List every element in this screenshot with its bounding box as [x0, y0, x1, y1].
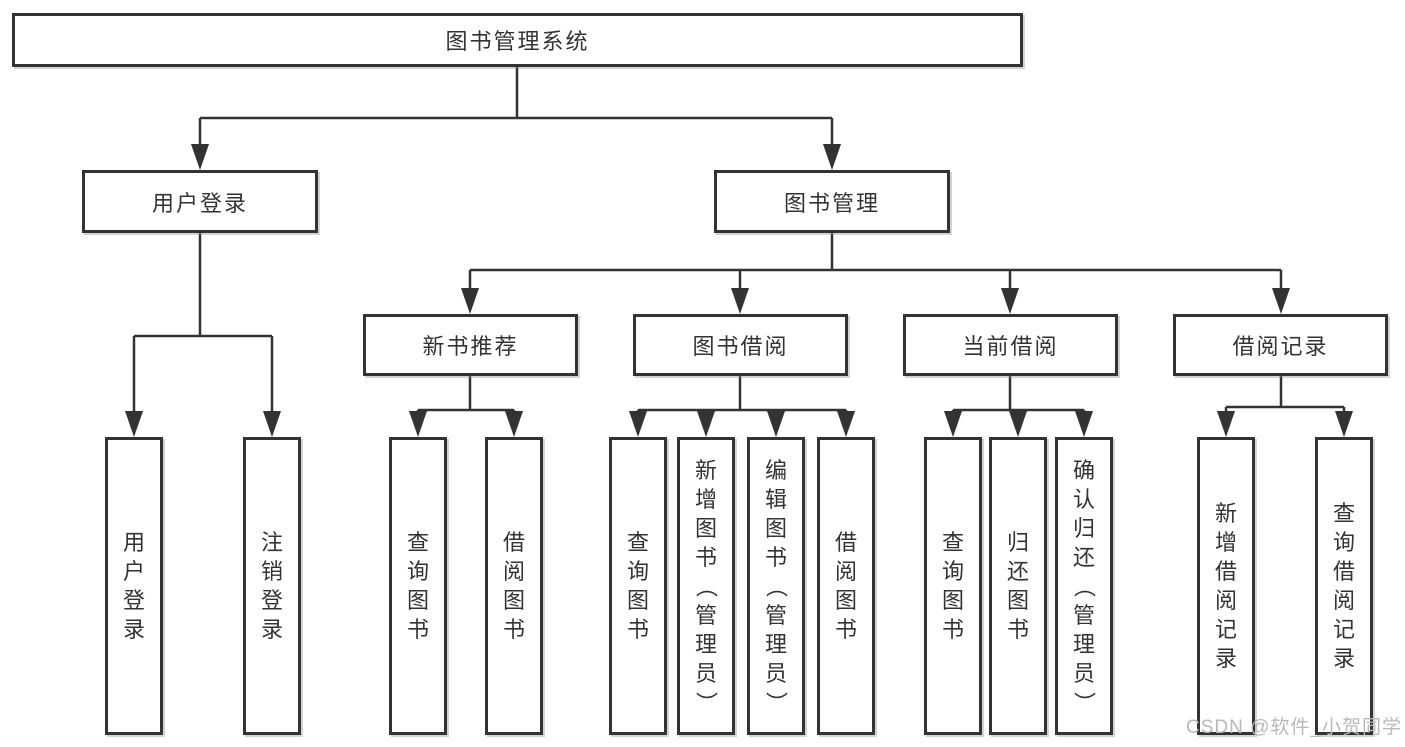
connector-current-children — [951, 376, 1086, 416]
leaf-return-book: 归还图书 — [989, 437, 1047, 735]
arrow-down-icon — [505, 411, 523, 437]
watermark: CSDN @软件_小贺同学 — [1186, 717, 1402, 738]
leaf-query-books-current: 查询图书 — [924, 437, 982, 735]
arrow-down-icon — [1335, 411, 1353, 437]
node-current-borrowing: 当前借阅 — [903, 314, 1118, 376]
leaf-label: 查询图书 — [626, 530, 649, 642]
arrow-down-icon — [1001, 288, 1019, 314]
node-label: 用户登录 — [151, 190, 248, 216]
node-library-system: 图书管理系统 — [12, 13, 1023, 67]
node-label: 图书管理系统 — [445, 29, 590, 54]
arrow-down-icon — [944, 411, 962, 437]
leaf-label: 新增图书（管理员） — [693, 457, 719, 714]
leaf-label: 查询图书 — [941, 530, 964, 642]
connector-user-login-children — [132, 233, 274, 414]
leaf-logout: 注销登录 — [243, 437, 301, 735]
leaf-label: 查询图书 — [406, 530, 429, 642]
arrow-down-icon — [263, 411, 281, 437]
arrow-down-icon — [461, 288, 479, 314]
node-user-login: 用户登录 — [82, 170, 318, 233]
leaf-label: 借阅图书 — [502, 530, 525, 642]
leaf-edit-book-admin: 编辑图书（管理员） — [747, 437, 805, 735]
arrow-down-icon — [837, 411, 855, 437]
arrow-down-icon — [767, 411, 785, 437]
leaf-user-login: 用户登录 — [105, 437, 163, 735]
arrow-down-icon — [823, 144, 841, 170]
arrow-down-icon — [731, 288, 749, 314]
node-borrowing-records: 借阅记录 — [1173, 314, 1388, 376]
leaf-label: 确认归还（管理员） — [1071, 457, 1097, 714]
arrow-down-icon — [1272, 288, 1290, 314]
arrow-down-icon — [191, 144, 209, 170]
connector-new-book-children — [416, 376, 516, 416]
leaf-add-book-admin: 新增图书（管理员） — [677, 437, 735, 735]
arrow-down-icon — [409, 411, 427, 437]
arrow-down-icon — [125, 411, 143, 437]
leaf-borrow-books: 借阅图书 — [817, 437, 875, 735]
node-new-book-recommend: 新书推荐 — [363, 314, 578, 376]
node-book-borrowing: 图书借阅 — [633, 314, 848, 376]
arrowheads — [125, 144, 1353, 437]
arrow-down-icon — [629, 411, 647, 437]
leaf-query-borrow-record: 查询借阅记录 — [1315, 437, 1373, 735]
arrow-down-icon — [697, 411, 715, 437]
arrow-down-icon — [1009, 411, 1027, 437]
connector-records-children — [1224, 376, 1346, 414]
leaf-add-borrow-record: 新增借阅记录 — [1197, 437, 1255, 735]
arrow-down-icon — [1075, 411, 1093, 437]
leaf-label: 编辑图书（管理员） — [763, 457, 789, 714]
leaf-label: 新增借阅记录 — [1214, 501, 1237, 671]
arrow-down-icon — [1217, 411, 1235, 437]
node-label: 借阅记录 — [1232, 334, 1329, 359]
leaf-label: 借阅图书 — [834, 530, 857, 642]
leaf-confirm-return-admin: 确认归还（管理员） — [1055, 437, 1113, 735]
connector-book-mgmt-children — [468, 233, 1283, 292]
leaf-label: 用户登录 — [122, 530, 145, 642]
node-label: 图书借阅 — [692, 334, 789, 359]
leaf-label: 查询借阅记录 — [1332, 501, 1355, 671]
leaf-query-books-recommend: 查询图书 — [389, 437, 447, 735]
leaf-label: 注销登录 — [260, 530, 283, 642]
leaf-query-books-borrow: 查询图书 — [609, 437, 667, 735]
node-book-management: 图书管理 — [714, 170, 950, 233]
node-label: 图书管理 — [783, 190, 880, 216]
connector-root-to-level1 — [198, 67, 834, 148]
leaf-borrow-books-recommend: 借阅图书 — [485, 437, 543, 735]
connector-borrow-children — [636, 376, 848, 416]
node-label: 新书推荐 — [422, 334, 519, 359]
node-label: 当前借阅 — [962, 334, 1059, 359]
leaf-label: 归还图书 — [1006, 530, 1029, 642]
